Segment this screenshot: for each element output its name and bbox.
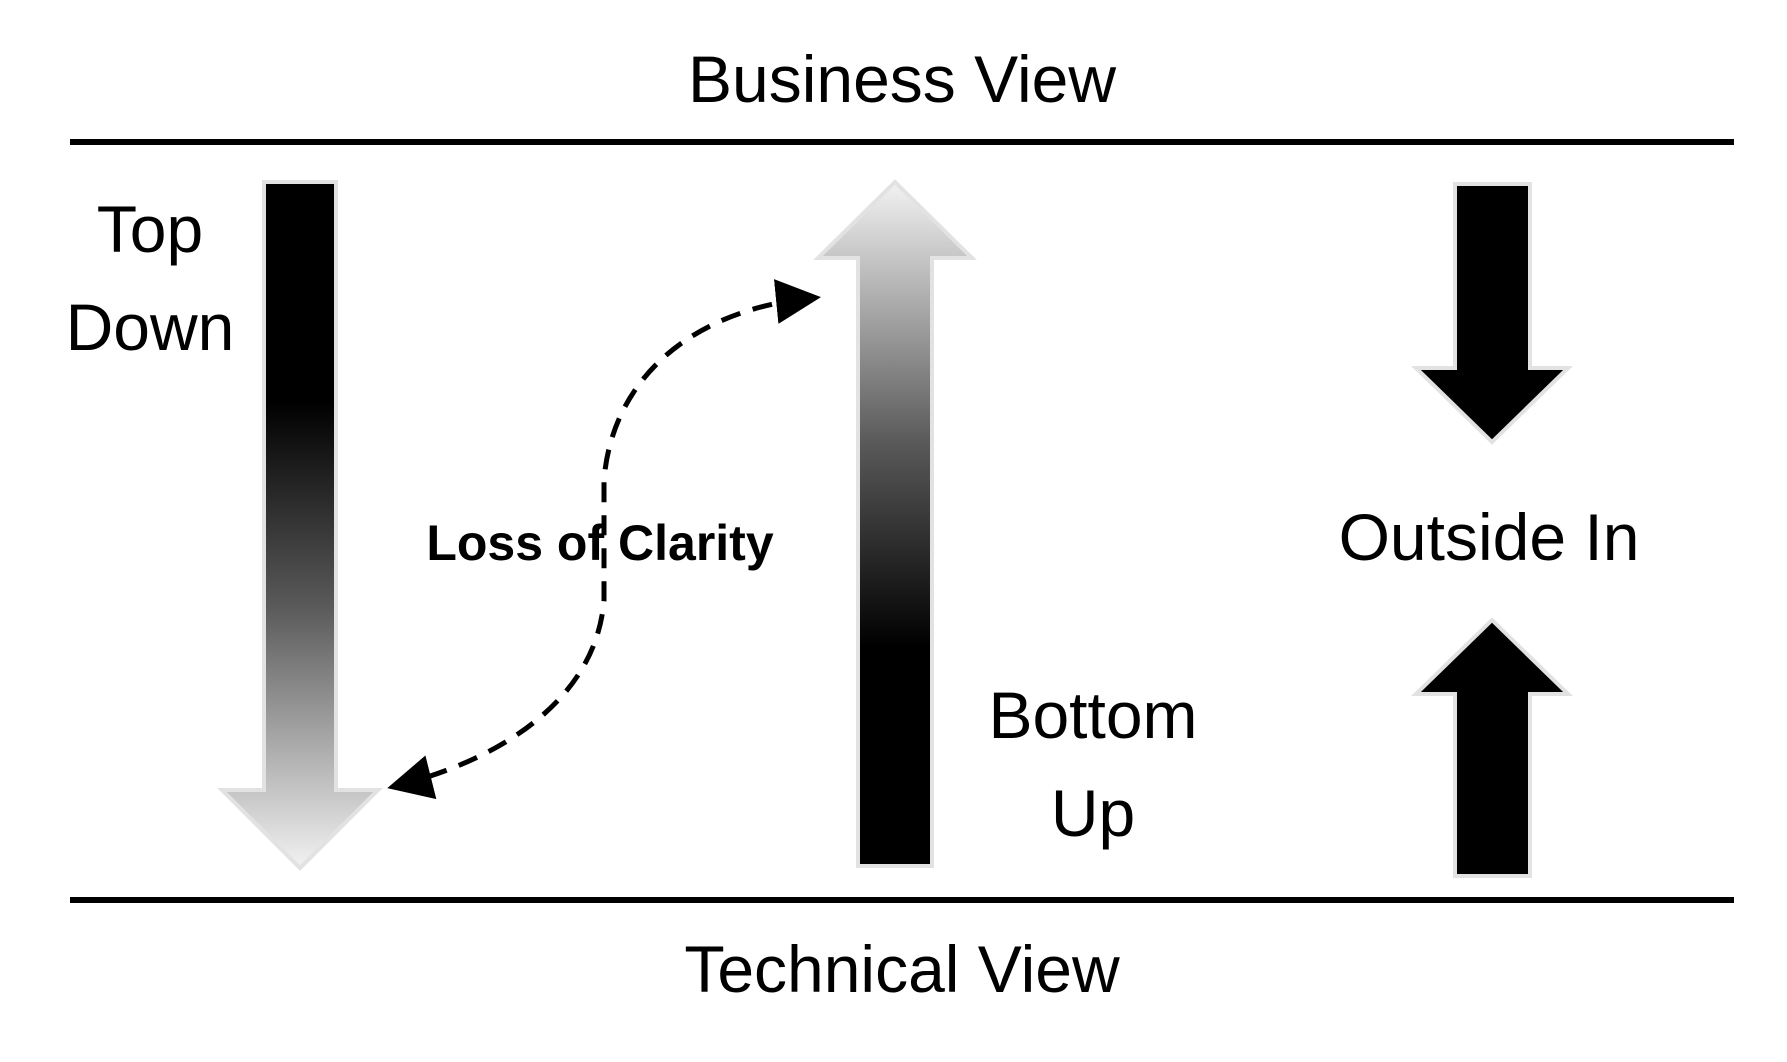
top-down-label-line2: Down (66, 290, 235, 364)
loss-of-clarity-label: Loss of Clarity (426, 515, 773, 571)
outside-in-label: Outside In (1339, 500, 1640, 574)
top-down-arrow (217, 180, 383, 871)
bottom-up-label-line1: Bottom (988, 678, 1197, 752)
bottom-up-arrow (813, 179, 977, 868)
bottom-up-label-line2: Up (1051, 776, 1135, 850)
top-down-label-line1: Top (97, 192, 203, 266)
outside-in-up-arrow (1411, 617, 1573, 878)
technical-view-title: Technical View (684, 932, 1120, 1006)
outside-in-down-arrow (1411, 182, 1573, 445)
loss-of-clarity-connector (387, 279, 821, 800)
business-view-title: Business View (688, 42, 1116, 116)
